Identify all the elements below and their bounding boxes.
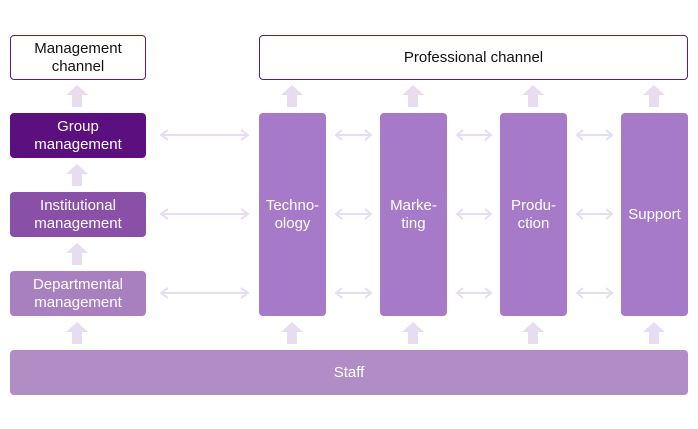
up-arrow (66, 322, 88, 344)
double-arrow (334, 129, 373, 141)
up-arrow (643, 322, 665, 344)
double-arrow (334, 287, 373, 299)
double-arrow (455, 129, 493, 141)
production-column: Produ- ction (500, 113, 567, 316)
double-arrow (159, 129, 250, 141)
group-management-box: Group management (10, 113, 146, 158)
up-arrow (643, 85, 665, 107)
up-arrow (402, 85, 424, 107)
technology-column: Techno- ology (259, 113, 326, 316)
professional-channel-box: Professional channel (259, 35, 688, 80)
up-arrow (66, 164, 88, 186)
support-column: Support (621, 113, 688, 316)
up-arrow (281, 85, 303, 107)
staff-bar: Staff (10, 350, 688, 395)
up-arrow (281, 322, 303, 344)
up-arrow (522, 322, 544, 344)
up-arrow (522, 85, 544, 107)
double-arrow (455, 208, 493, 220)
double-arrow (575, 129, 614, 141)
departmental-management-box: Departmental management (10, 271, 146, 316)
marketing-column: Marke- ting (380, 113, 447, 316)
double-arrow (334, 208, 373, 220)
double-arrow (159, 287, 250, 299)
double-arrow (455, 287, 493, 299)
institutional-management-box: Institutional management (10, 192, 146, 237)
up-arrow (66, 85, 88, 107)
double-arrow (575, 287, 614, 299)
double-arrow (159, 208, 250, 220)
double-arrow (575, 208, 614, 220)
up-arrow (66, 243, 88, 265)
management-channel-box: Management channel (10, 35, 146, 80)
up-arrow (402, 322, 424, 344)
